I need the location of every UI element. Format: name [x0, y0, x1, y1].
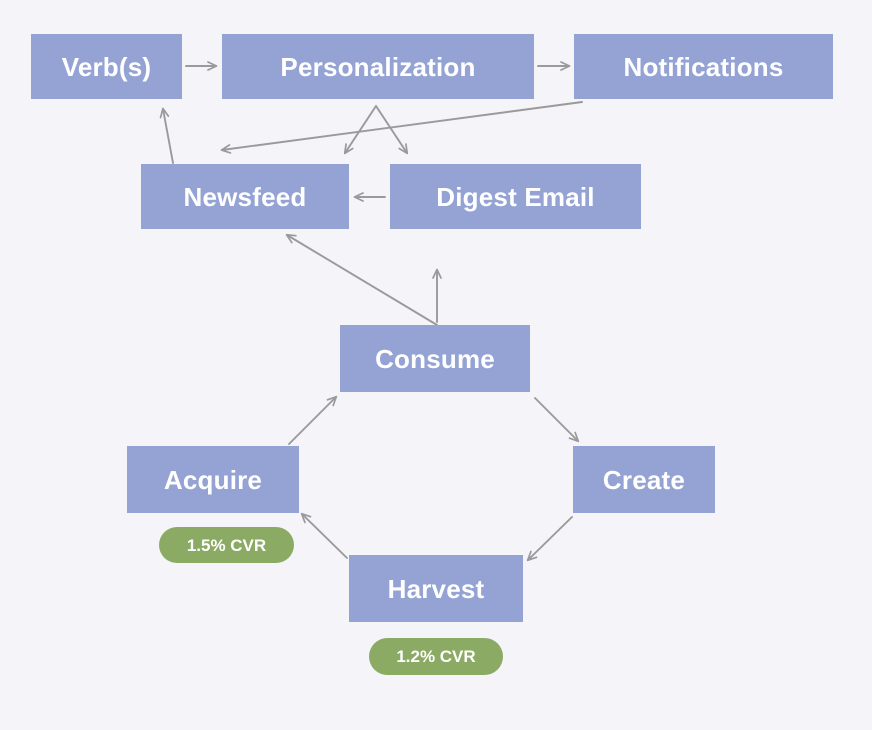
edge-consume-to-create	[534, 397, 580, 443]
node-label-acquire: Acquire	[163, 464, 263, 495]
badge-label-acquire-cvr: 1.5% CVR	[186, 535, 267, 555]
badge-harvest-cvr: 1.2% CVR	[369, 638, 503, 675]
node-create[interactable]: Create	[573, 446, 715, 513]
edge-consume-to-newsfeed	[285, 233, 438, 326]
badge-acquire-cvr: 1.5% CVR	[159, 527, 294, 563]
node-consume[interactable]: Consume	[340, 325, 530, 392]
edge-create-to-harvest	[526, 516, 573, 562]
node-label-verbs: Verb(s)	[61, 51, 152, 82]
edge-personalization-to-newsfeed	[343, 105, 377, 155]
node-newsfeed[interactable]: Newsfeed	[141, 164, 349, 229]
edge-harvest-to-acquire	[300, 512, 348, 559]
edge-personalization-to-digest	[375, 105, 409, 155]
node-label-newsfeed: Newsfeed	[183, 181, 307, 212]
node-verbs[interactable]: Verb(s)	[31, 34, 182, 99]
node-digest-email[interactable]: Digest Email	[390, 164, 641, 229]
node-label-personalization: Personalization	[280, 51, 476, 82]
node-label-create: Create	[602, 464, 686, 495]
badge-label-harvest-cvr: 1.2% CVR	[396, 647, 476, 666]
node-label-digest-email: Digest Email	[436, 181, 595, 212]
edge-newsfeed-to-verbs	[159, 107, 174, 164]
node-acquire[interactable]: Acquire	[127, 446, 299, 513]
edge-acquire-to-consume	[288, 395, 338, 445]
node-label-consume: Consume	[375, 343, 495, 374]
node-notifications[interactable]: Notifications	[574, 34, 833, 99]
node-harvest[interactable]: Harvest	[349, 555, 523, 622]
node-label-notifications: Notifications	[623, 51, 784, 82]
node-personalization[interactable]: Personalization	[222, 34, 534, 99]
node-label-harvest: Harvest	[387, 573, 485, 604]
edge-notifications-to-newsfeed	[220, 101, 583, 154]
